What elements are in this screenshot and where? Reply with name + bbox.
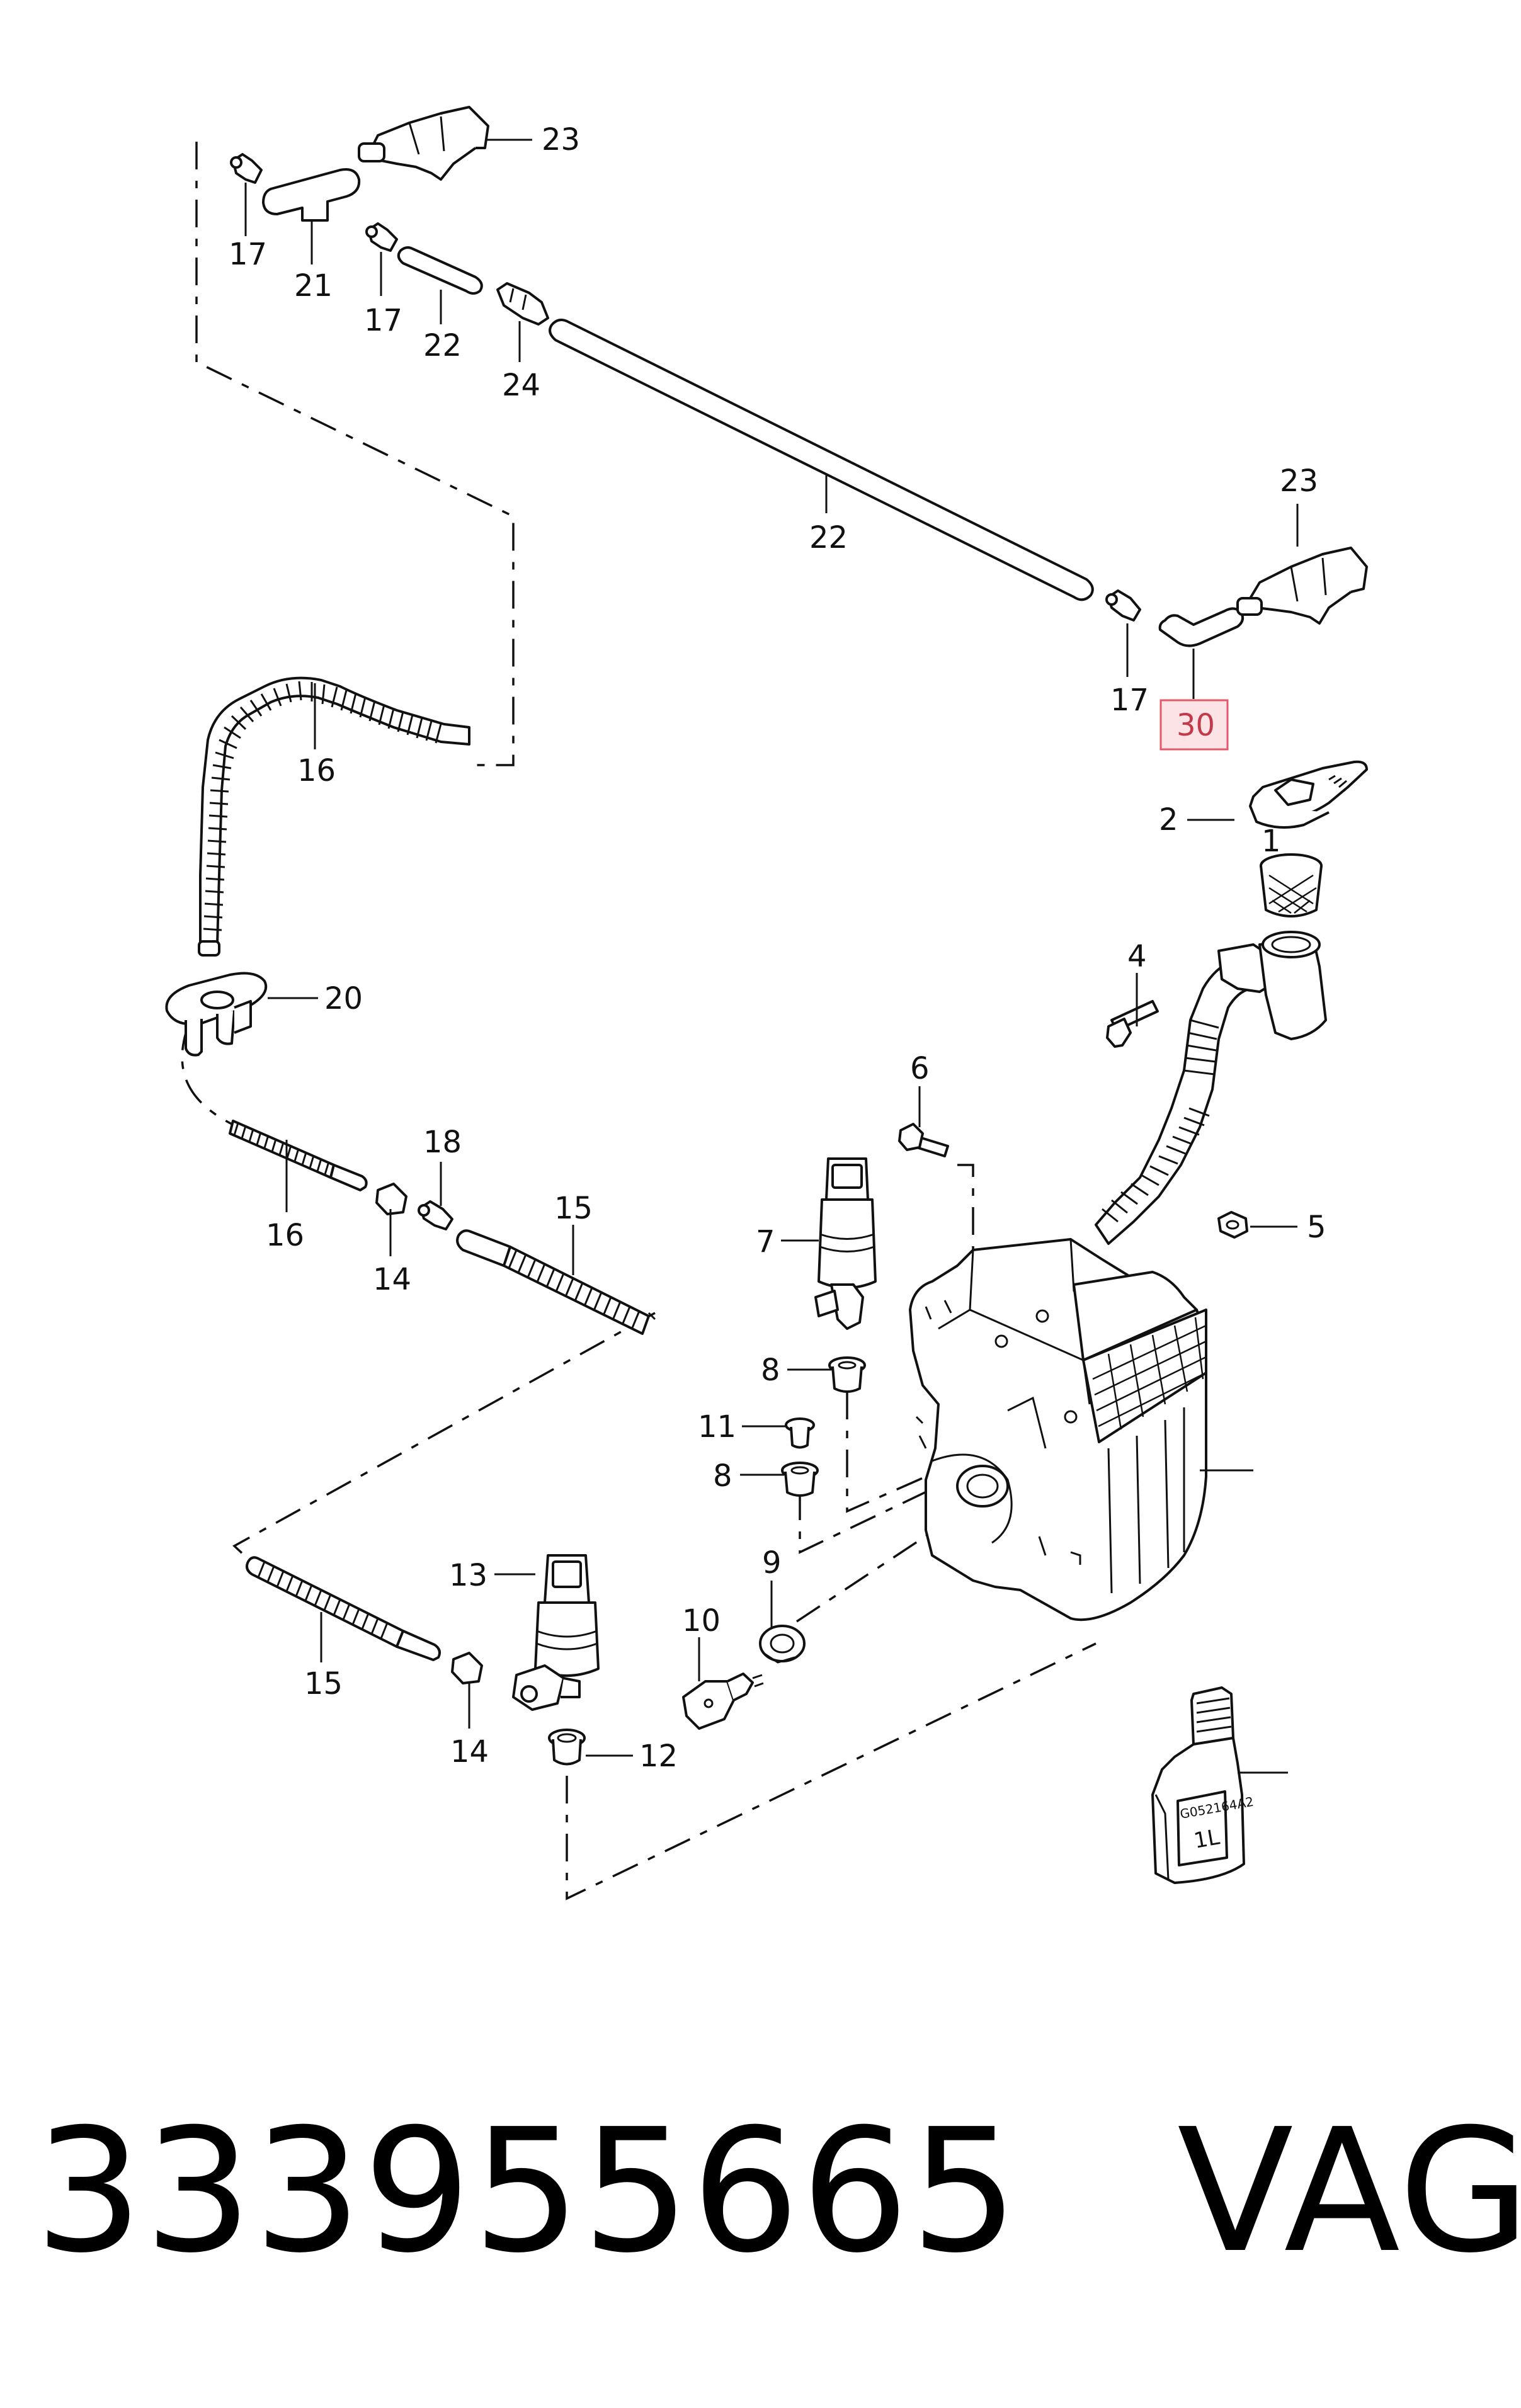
- callout-13: 13: [449, 1558, 487, 1593]
- short-hose: [397, 246, 483, 295]
- level-sensor-10: [682, 1673, 764, 1730]
- grommet-18: [165, 972, 268, 1057]
- hose-connector: [496, 282, 549, 326]
- filler-cap-2: [1249, 760, 1368, 829]
- callout-24: 30: [1176, 708, 1215, 743]
- hose-adapter: [375, 1183, 407, 1215]
- callout-8-upper: 8: [761, 1353, 780, 1388]
- grommet-8-upper: [828, 1356, 866, 1393]
- long-washer-hose: [549, 319, 1094, 601]
- callout-14-lower: 14: [450, 1734, 489, 1769]
- bolt-4: [1106, 1000, 1159, 1048]
- callout-18: 20: [324, 981, 363, 1016]
- callout-7: 7: [756, 1224, 775, 1259]
- footer-caption: 333955665 VAG: [35, 2092, 1521, 2290]
- callout-16-upper: 16: [297, 753, 336, 788]
- fluid-bottle-30: G052164A2 1L: [1151, 1686, 1255, 1884]
- callout-16-mid: 16: [266, 1218, 304, 1253]
- corrugated-hose-mid: [229, 1120, 368, 1191]
- nut-5: [1217, 1211, 1248, 1239]
- callout-1: 1: [1262, 824, 1281, 859]
- filler-neck-hose: [1095, 959, 1251, 1245]
- washer-nozzle-right: [1236, 547, 1368, 625]
- routing-dashed-lines: [181, 142, 1097, 1900]
- washer-reservoir: [909, 1238, 1207, 1621]
- part-number: 333955665: [35, 2092, 1020, 2290]
- callout-4: 4: [1127, 939, 1147, 974]
- callout-17-right: 17: [1110, 683, 1149, 718]
- t-connector: [262, 168, 361, 222]
- callout-21: 22: [809, 520, 848, 555]
- elbow-hose: [1158, 607, 1245, 647]
- connector-piece: [1105, 589, 1141, 622]
- callout-15-lower: 15: [304, 1666, 343, 1701]
- callout-11: 11: [698, 1409, 736, 1445]
- grommet-12: [548, 1729, 586, 1766]
- callout-12: 12: [639, 1739, 678, 1774]
- callout-17-top-left: 17: [229, 237, 267, 272]
- screw-6: [898, 1123, 949, 1157]
- plug-11: [785, 1417, 815, 1449]
- seal-9: [759, 1625, 806, 1664]
- callout-10: 10: [682, 1603, 721, 1638]
- callout-6: 6: [910, 1051, 930, 1086]
- callout-17-top-mid: 17: [364, 303, 402, 338]
- callout-2: 2: [1159, 802, 1178, 838]
- callout-20: 22: [423, 328, 462, 363]
- callout-9: 9: [762, 1545, 782, 1581]
- corrugated-hose-15-lower: [246, 1556, 441, 1661]
- leader-lines: [244, 139, 1299, 1774]
- callout-labels: 23 17 21 17 22 24 22 23 17 30 2 4 5 6 7 …: [229, 122, 1326, 1774]
- callout-5: 5: [1307, 1210, 1326, 1245]
- connector-piece: [418, 1200, 453, 1230]
- bottle-volume-label: 1L: [1192, 1824, 1222, 1853]
- callout-17-mid: 18: [423, 1125, 462, 1160]
- washer-nozzle-top: [358, 106, 489, 181]
- corrugated-hose-upper: [198, 676, 470, 957]
- grommet-8-lower: [781, 1462, 819, 1497]
- callout-22-right: 23: [1280, 463, 1318, 499]
- callout-8-lower: 8: [713, 1458, 732, 1494]
- callout-19: 21: [294, 268, 333, 304]
- washer-pump-13: [512, 1554, 600, 1711]
- hose-adapter: [451, 1652, 483, 1684]
- brand-name: VAG: [1177, 2092, 1521, 2290]
- corrugated-hose-15-upper: [456, 1229, 656, 1335]
- washer-pump-7: [814, 1157, 877, 1330]
- connector-piece: [230, 153, 263, 184]
- callout-14-mid: 14: [373, 1262, 411, 1297]
- filler-neck: [1217, 931, 1327, 1040]
- callout-22-top: 23: [542, 122, 580, 157]
- callout-24-highlight-box: [1159, 699, 1229, 751]
- strainer-insert: [1260, 853, 1323, 917]
- callout-15-upper: 15: [554, 1191, 593, 1226]
- callout-23: 24: [502, 368, 540, 403]
- connector-piece: [365, 222, 398, 252]
